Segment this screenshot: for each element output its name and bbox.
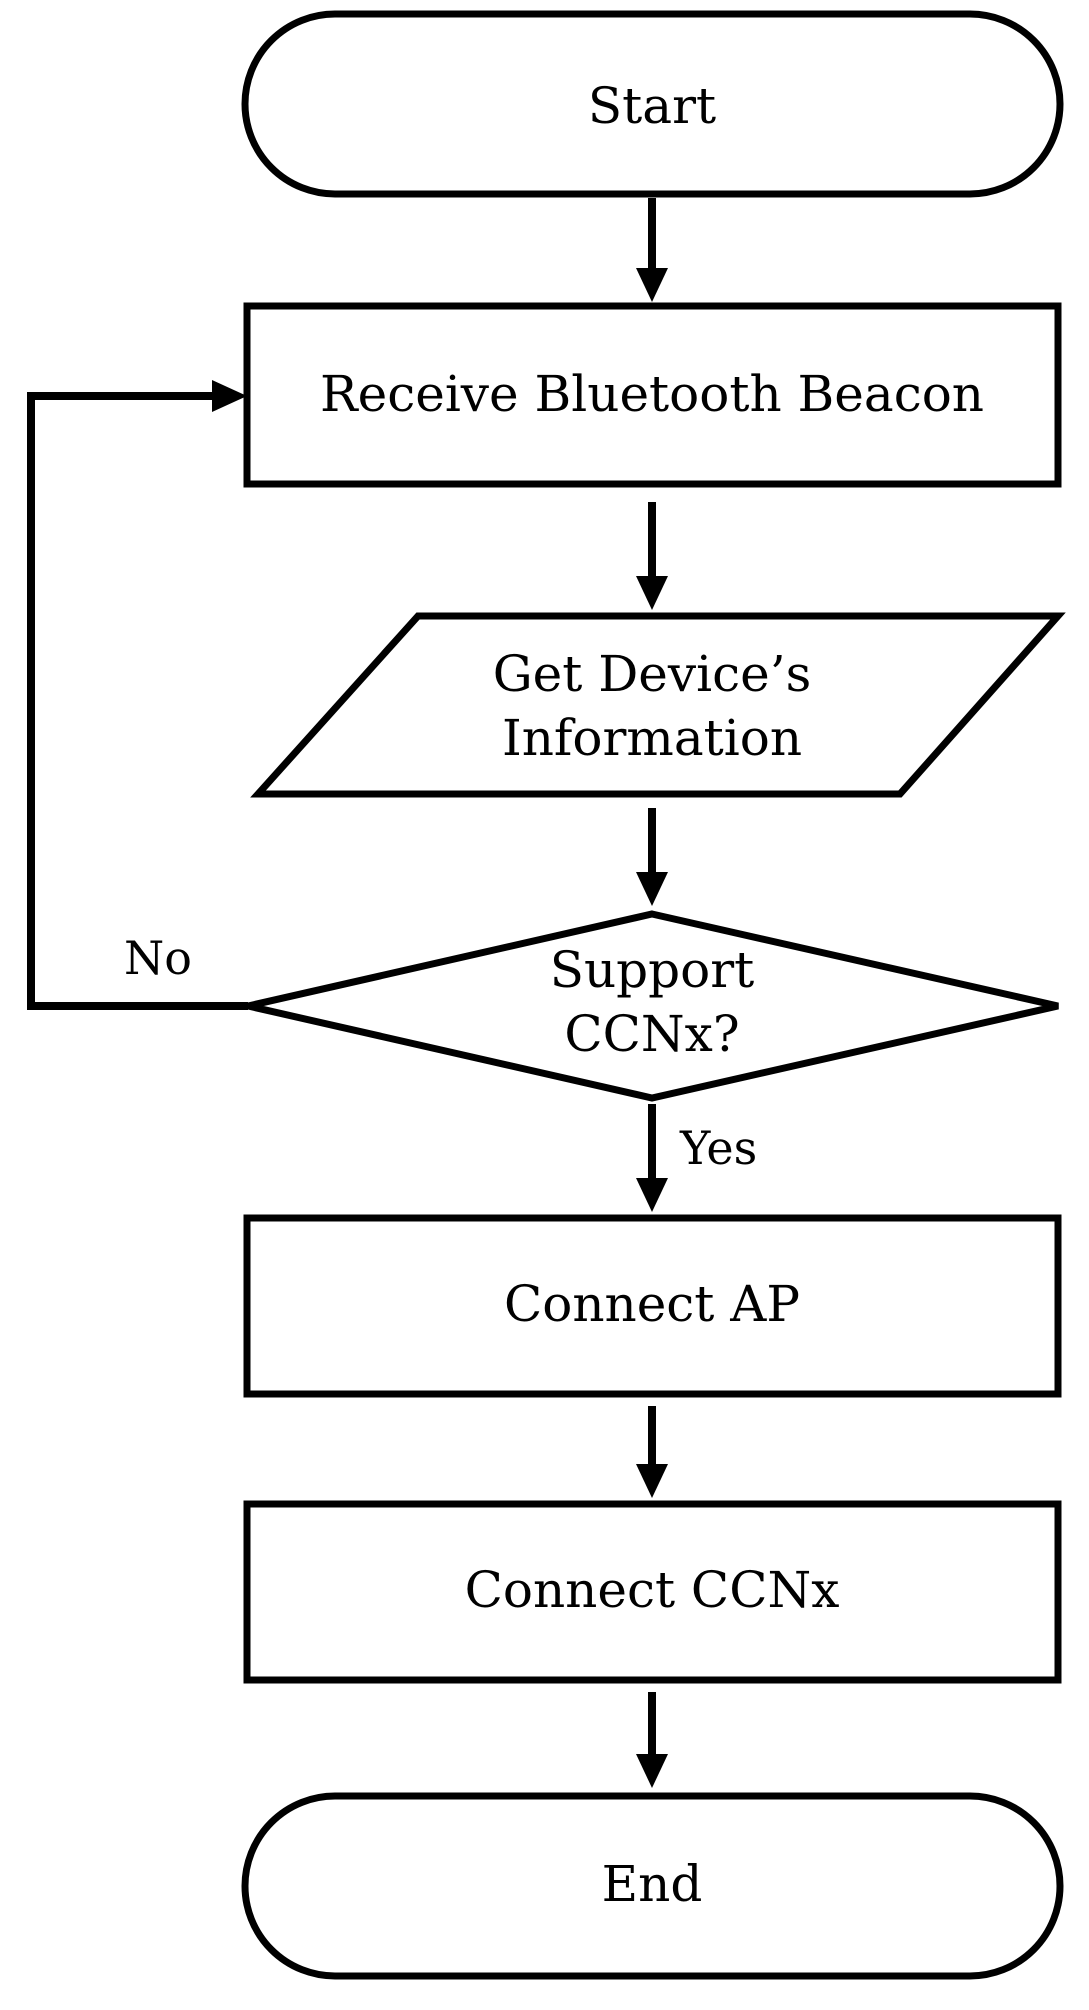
arrowhead <box>636 1464 668 1498</box>
get-device-info-data-shape <box>250 612 1066 798</box>
connect-ap-node: Connect AP <box>243 1214 1062 1398</box>
receive-beacon-process-shape <box>243 302 1062 488</box>
end-label: End <box>602 1855 703 1913</box>
decision-label-line-2: CCNx? <box>564 1005 739 1063</box>
end-node: End <box>241 1792 1064 1980</box>
start-label: Start <box>588 77 716 135</box>
arrowhead <box>636 1178 668 1212</box>
no-label: No <box>124 931 192 985</box>
decision-diamond-shape <box>247 910 1059 1102</box>
receive-beacon-node: Receive Bluetooth Beacon <box>243 302 1062 488</box>
edge-decision-no-to-receive: No <box>27 380 248 1010</box>
decision-label-line-1: Support <box>550 941 755 999</box>
start-terminal-shape <box>241 10 1064 198</box>
decision-node: Support CCNx? <box>247 910 1059 1102</box>
start-node: Start <box>241 10 1064 198</box>
arrowhead <box>212 380 247 412</box>
arrowhead <box>636 1754 668 1788</box>
get-device-info-label-line-2: Information <box>502 709 802 767</box>
connect-ccnx-label: Connect CCNx <box>465 1561 840 1619</box>
arrowhead <box>636 872 668 906</box>
no-loop-line <box>27 392 248 1010</box>
edge-start-to-receive <box>636 198 668 302</box>
edge-decision-yes-to-connect-ap: Yes <box>636 1104 757 1212</box>
connect-ap-process-shape <box>243 1214 1062 1398</box>
edge-connect-ap-to-connect-ccnx <box>636 1406 668 1498</box>
arrowhead <box>636 268 668 302</box>
connect-ccnx-node: Connect CCNx <box>243 1500 1062 1684</box>
receive-beacon-label: Receive Bluetooth Beacon <box>320 365 984 423</box>
connect-ap-label: Connect AP <box>504 1275 800 1333</box>
arrowhead <box>636 576 668 610</box>
edge-connect-ccnx-to-end <box>636 1692 668 1788</box>
connect-ccnx-process-shape <box>243 1500 1062 1684</box>
edge-receive-to-get-info <box>636 502 668 610</box>
yes-label: Yes <box>679 1121 757 1175</box>
get-device-info-node: Get Device’s Information <box>250 612 1066 798</box>
edge-get-info-to-decision <box>636 808 668 906</box>
get-device-info-label-line-1: Get Device’s <box>493 645 812 703</box>
end-terminal-shape <box>241 1792 1064 1980</box>
